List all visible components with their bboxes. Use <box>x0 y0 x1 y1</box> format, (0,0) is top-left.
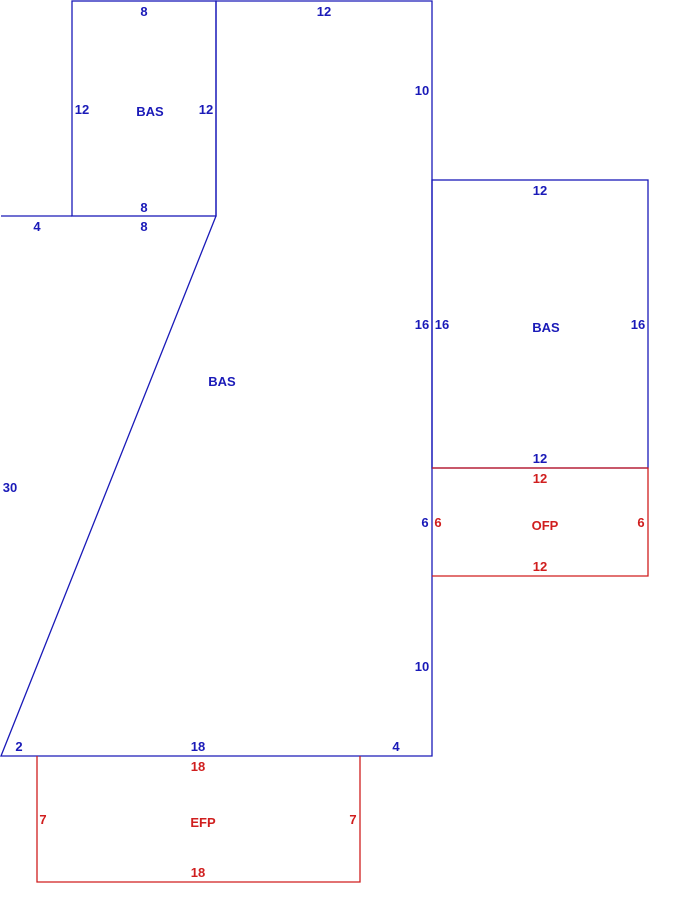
efp-dim-right: 7 <box>349 812 356 827</box>
efp-dim-top: 18 <box>191 759 205 774</box>
bas-main-dim-right-seg2: 6 <box>421 515 428 530</box>
bas-right-dim-bottom: 12 <box>533 451 547 466</box>
bas-top-dim-top: 8 <box>140 4 147 19</box>
bas-main-dim-bottom-right: 4 <box>392 739 400 754</box>
ofp-dim-bottom: 12 <box>533 559 547 574</box>
efp-area-label: EFP <box>190 815 216 830</box>
bas-main-dim-right-upper: 10 <box>415 83 429 98</box>
bas-top-area-label: BAS <box>136 104 164 119</box>
bas-main-dim-right-lower: 10 <box>415 659 429 674</box>
ofp-outline <box>432 467 649 577</box>
bas-main-dim-bottom-mid: 18 <box>191 739 205 754</box>
bas-right-dim-left: 16 <box>435 317 449 332</box>
bas-top-dim-bottom: 8 <box>140 200 147 215</box>
efp-outline <box>36 756 361 883</box>
bas-main-dim-top-right: 12 <box>317 4 331 19</box>
ofp-dim-left: 6 <box>434 515 441 530</box>
bas-top-dim-right: 12 <box>199 102 213 117</box>
bas-main-dim-bottom-left: 2 <box>15 739 22 754</box>
bas-top-outline <box>71 0 217 217</box>
bas-right-dim-top: 12 <box>533 183 547 198</box>
bas-main-area-label: BAS <box>208 374 236 389</box>
bas-main-dim-top-left: 4 <box>33 219 41 234</box>
ofp-area-label: OFP <box>532 518 559 533</box>
ofp-dim-right: 6 <box>637 515 644 530</box>
efp-dim-bottom: 18 <box>191 865 205 880</box>
bas-main-dim-right-seg1: 16 <box>415 317 429 332</box>
bas-main-dim-top-mid: 8 <box>140 219 147 234</box>
bas-top-dim-left: 12 <box>75 102 89 117</box>
ofp-dim-top: 12 <box>533 471 547 486</box>
bas-right-area-label: BAS <box>532 320 560 335</box>
efp-dim-left: 7 <box>39 812 46 827</box>
bas-right-dim-right: 16 <box>631 317 645 332</box>
bas-main-dim-left: 30 <box>3 480 17 495</box>
